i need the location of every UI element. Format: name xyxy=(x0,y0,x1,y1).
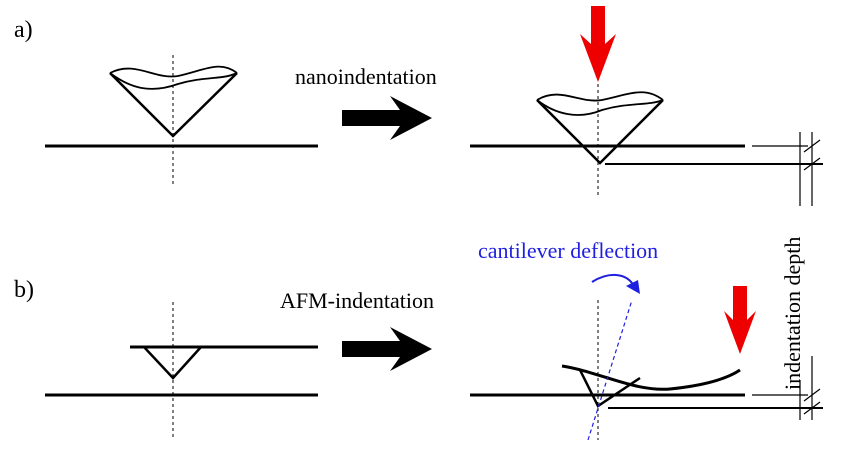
panel-a-label: a) xyxy=(14,17,33,43)
cantilever-deflection-label: cantilever deflection xyxy=(478,238,658,263)
panel-a-after xyxy=(470,6,823,196)
process-label-a: nanoindentation xyxy=(295,64,437,89)
afm-tip-b-before xyxy=(143,346,202,380)
panel-b-after xyxy=(470,286,823,441)
indenter-a-after xyxy=(536,91,664,165)
deflection-arrowhead xyxy=(626,280,640,294)
depth-dimension-b xyxy=(752,356,821,420)
indenter-a-before xyxy=(109,65,238,138)
indentation-depth-label: indentation depth xyxy=(780,237,805,390)
cantilever-b-after xyxy=(561,364,741,391)
deflection-curved-arrow xyxy=(591,274,635,287)
afm-tip-b-after xyxy=(578,369,641,408)
process-arrow-b xyxy=(342,327,432,371)
panel-b-before xyxy=(45,302,318,438)
load-arrow-b xyxy=(724,286,756,354)
depth-dimension-a xyxy=(752,132,821,206)
panel-a-before xyxy=(45,55,318,186)
load-arrow-a xyxy=(580,6,616,82)
process-arrow-a xyxy=(342,96,432,140)
deflection-axis-line xyxy=(587,299,633,441)
process-label-b: AFM-indentation xyxy=(280,288,434,313)
panel-b-label: b) xyxy=(14,277,34,303)
